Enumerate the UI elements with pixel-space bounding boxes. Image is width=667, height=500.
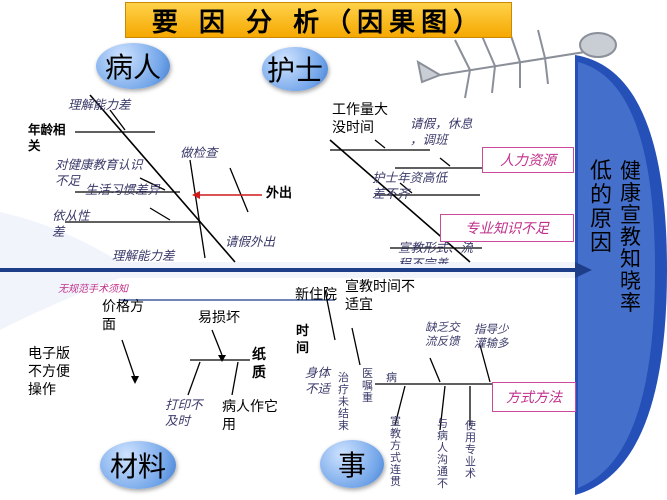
cause-electronic: 电子版 不方便 操作 [28,346,70,398]
cause-nurse-leave: 请假，休息 ，调班 [410,116,473,147]
cause-edu-time: 宣教时间不 适宜 [345,279,415,313]
branch-hr: 人力资源 [482,147,574,173]
cause-edu-coherent: 宣教方式连贯 [390,416,401,488]
cause-exam: 做检查 [180,145,218,160]
effect-line-1: 低的原因 [590,159,613,256]
category-event: 事 [320,440,384,488]
fish-skeleton-icon [416,29,617,99]
cause-treatment: 治疗未结束 [338,371,349,432]
cause-time: 时 间 [296,324,310,356]
effect-line-2: 健康宣教知晓率 [620,159,641,315]
cause-doctor: 医嘱重 [362,367,373,404]
category-nurse: 护士 [262,47,328,91]
cause-admission: 新住院 [295,287,337,303]
cause-compliance: 依从性 差 [52,208,90,239]
cause-lack-feedback: 缺乏交 流反馈 [425,320,460,348]
page-title: 要 因 分 析（因果图） [151,7,486,38]
cause-understanding-1: 理解能力差 [68,97,131,112]
cause-unwell: 身体 不适 [305,365,331,396]
cause-seniority: 护士年资高低 差不齐 [372,170,448,201]
cause-age: 年龄相 关 [28,122,66,153]
branch-knowledge: 专业知识不足 [440,214,574,242]
cause-understanding-2: 理解能力差 [112,248,175,263]
cause-terms: 使用专业术 [465,420,476,480]
cause-disease: 病 [386,371,397,384]
cause-norm: 无规范手术须知 [58,284,128,295]
cause-habits: 生活习惯差异 [85,182,161,197]
category-patient: 病人 [96,43,170,89]
cause-communicate: 与病人沟通不 [437,418,448,490]
cause-print: 打印不 及时 [165,397,203,428]
branch-method: 方式方法 [492,382,576,412]
category-material: 材料 [100,441,176,489]
title-banner: 要 因 分 析（因果图） [125,2,512,38]
cause-out: 外出 [266,186,293,201]
cause-price: 价格方 面 [102,299,144,333]
cause-leave-out: 请假外出 [225,234,276,249]
cause-fragile: 易损坏 [198,310,240,326]
cause-paper: 纸 质 [252,347,266,381]
cause-workload: 工作量大 没时间 [332,102,388,136]
cause-guide: 指导少 灌输多 [474,322,509,350]
cause-awareness: 对健康教育认识 不足 [55,157,143,188]
cause-work: 病人作它 用 [222,399,278,433]
cause-edu-form: 宣教形式、流 程不完善 [398,240,474,264]
